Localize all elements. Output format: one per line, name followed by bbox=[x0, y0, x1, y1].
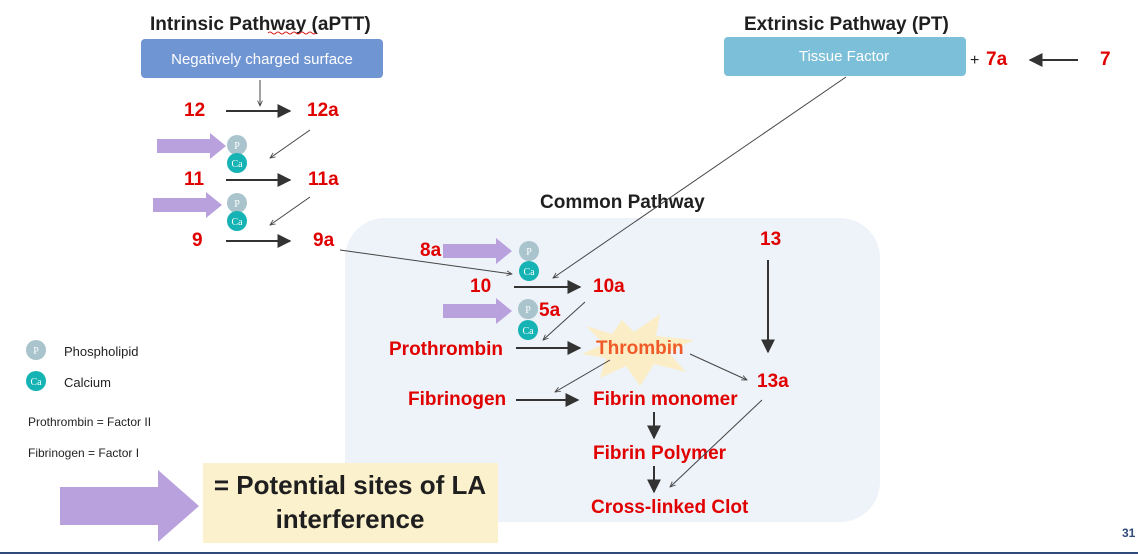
spellcheck-underline bbox=[267, 31, 317, 35]
factor-13: 13 bbox=[760, 229, 781, 250]
extrinsic-pathway-title: Extrinsic Pathway (PT) bbox=[744, 14, 949, 35]
phospholipid-badge: P bbox=[227, 193, 247, 213]
svg-text:Ca: Ca bbox=[30, 377, 42, 388]
arrow-tissue-factor-to-10 bbox=[553, 76, 847, 278]
key-text-line2: interference bbox=[276, 504, 425, 534]
key-box bbox=[203, 463, 498, 543]
legend-calcium-badge: Ca bbox=[26, 371, 46, 391]
arrow-12a-to-11-cofactor bbox=[270, 129, 311, 158]
factor-12: 12 bbox=[184, 100, 205, 121]
interference-arrow-4 bbox=[443, 298, 512, 324]
interference-arrow-1 bbox=[157, 133, 226, 159]
arrow-13a-to-clot bbox=[670, 399, 763, 487]
phospholipid-badge: P bbox=[519, 241, 539, 261]
calcium-badge: Ca bbox=[227, 153, 247, 173]
tissue-factor-box bbox=[724, 37, 966, 76]
legend-phospholipid-label: Phospholipid bbox=[64, 344, 138, 359]
arrow-11a-to-9-cofactor bbox=[270, 196, 311, 225]
fibrin-polymer-label: Fibrin Polymer bbox=[593, 443, 727, 464]
factor-9: 9 bbox=[192, 230, 203, 251]
cross-linked-clot-label: Cross-linked Clot bbox=[591, 497, 749, 518]
factor-10a: 10a bbox=[593, 276, 625, 297]
svg-text:Ca: Ca bbox=[231, 217, 243, 228]
fibrin-monomer-label: Fibrin monomer bbox=[593, 389, 738, 410]
fibrinogen-label: Fibrinogen bbox=[408, 389, 506, 410]
factor-8a: 8a bbox=[420, 240, 442, 261]
arrow-10a-to-prothrombin-complex bbox=[543, 301, 586, 340]
svg-text:P: P bbox=[525, 305, 531, 316]
factor-7a: 7a bbox=[986, 49, 1008, 70]
intrinsic-pathway-title: Intrinsic Pathway (aPTT) bbox=[150, 14, 371, 35]
factor-11: 11 bbox=[184, 169, 205, 190]
arrow-thrombin-to-fibrinogen-step bbox=[555, 359, 611, 392]
calcium-badge: Ca bbox=[227, 211, 247, 231]
factor-11a: 11a bbox=[308, 169, 339, 190]
fibrinogen-note: Fibrinogen = Factor I bbox=[28, 446, 139, 460]
phospholipid-badge: P bbox=[518, 299, 538, 319]
arrow-9a-to-10-complex bbox=[339, 249, 512, 274]
factor-5a: 5a bbox=[539, 300, 561, 321]
svg-text:P: P bbox=[234, 199, 240, 210]
page-number: 31 bbox=[1122, 526, 1136, 540]
svg-text:Ca: Ca bbox=[523, 267, 535, 278]
plus-sign: + bbox=[970, 52, 979, 69]
prothrombin-label: Prothrombin bbox=[389, 339, 503, 360]
interference-arrow-2 bbox=[153, 192, 222, 218]
svg-text:Ca: Ca bbox=[522, 326, 534, 337]
interference-arrow-3 bbox=[443, 238, 512, 264]
factor-12a: 12a bbox=[307, 100, 339, 121]
common-pathway-title: Common Pathway bbox=[540, 192, 705, 213]
thrombin-burst bbox=[582, 314, 694, 386]
surface-box-label: Negatively charged surface bbox=[171, 51, 353, 68]
legend-phospholipid-badge: P bbox=[26, 340, 46, 360]
prothrombin-note: Prothrombin = Factor II bbox=[28, 415, 151, 429]
calcium-badge: Ca bbox=[518, 320, 538, 340]
negatively-charged-surface-box bbox=[141, 39, 383, 78]
legend-calcium-label: Calcium bbox=[64, 375, 111, 390]
svg-text:Ca: Ca bbox=[231, 159, 243, 170]
key-interference-arrow bbox=[60, 470, 199, 542]
tissue-factor-label: Tissue Factor bbox=[799, 48, 889, 65]
phospholipid-badge: P bbox=[227, 135, 247, 155]
calcium-badge: Ca bbox=[519, 261, 539, 281]
svg-text:P: P bbox=[33, 346, 39, 357]
svg-text:P: P bbox=[234, 141, 240, 152]
arrow-thrombin-to-13a bbox=[689, 353, 747, 381]
factor-7: 7 bbox=[1100, 49, 1111, 70]
thrombin-label: Thrombin bbox=[596, 338, 684, 359]
factor-13a: 13a bbox=[757, 371, 789, 392]
factor-10: 10 bbox=[470, 276, 491, 297]
key-text-line1: = Potential sites of LA bbox=[214, 470, 487, 500]
factor-9a: 9a bbox=[313, 230, 335, 251]
svg-text:P: P bbox=[526, 247, 532, 258]
